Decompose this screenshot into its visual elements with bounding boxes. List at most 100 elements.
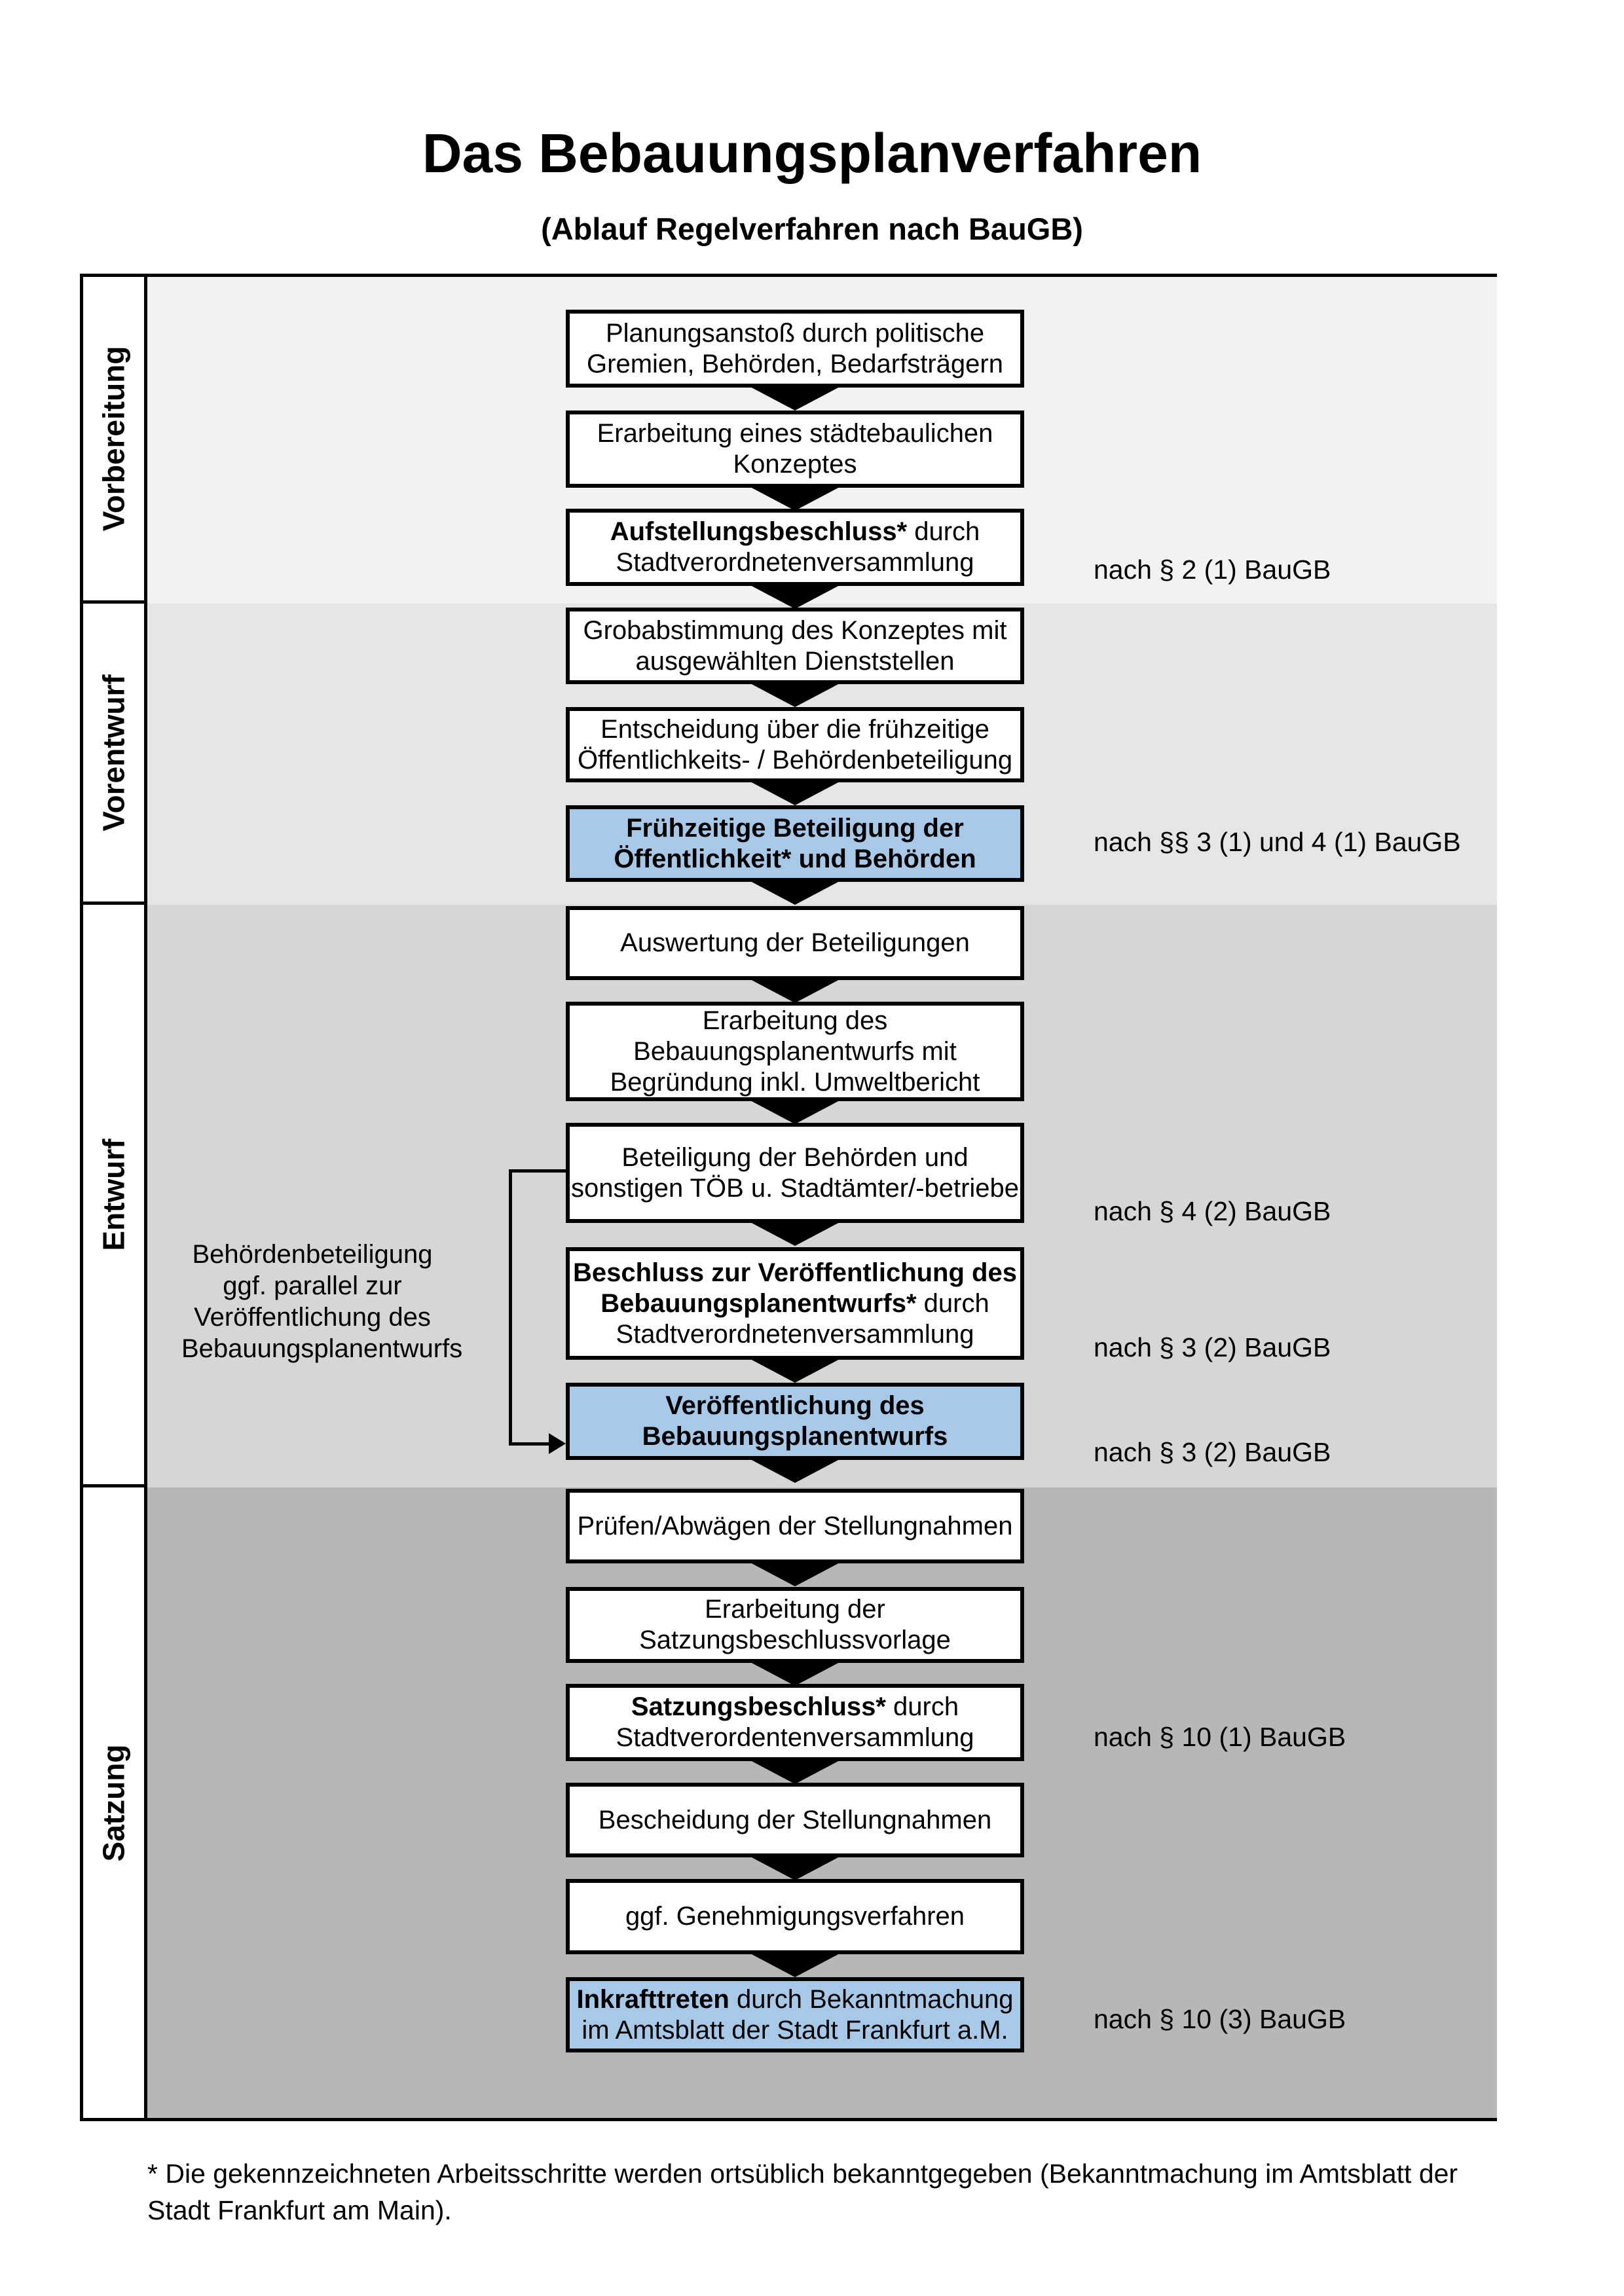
bracket-vertical-segment [509, 1169, 512, 1446]
step-text-bold: Öffentlichkeit* und Behörden [614, 844, 976, 873]
flow-arrow-down-icon [749, 585, 841, 609]
law-ref-1: nach § 2 (1) BauGB [1094, 555, 1331, 585]
parallel-note-line: ggf. parallel zur [223, 1271, 402, 1300]
bracket-arrowhead-icon [549, 1433, 566, 1454]
step-box-line: Aufstellungsbeschluss* durch [570, 517, 1020, 547]
flow-arrow-down-icon [749, 386, 841, 410]
flow-arrow-down-icon [749, 781, 841, 805]
page-subtitle: (Ablauf Regelverfahren nach BauGB) [541, 211, 1083, 246]
step-text: im Amtsblatt der Stadt Frankfurt a.M. [581, 2015, 1008, 2045]
flow-arrow-down-icon [749, 1358, 841, 1383]
parallel-note-line: Veröffentlichung des [194, 1303, 431, 1332]
step-text-bold: Satzungsbeschluss* [631, 1692, 886, 1721]
law-ref-4: nach § 3 (2) BauGB [1094, 1332, 1331, 1362]
step-box-line: Erarbeitung des [570, 1006, 1020, 1036]
step-text: Erarbeitung eines städtebaulichen [597, 419, 993, 448]
step-box-line: Stadtverordnetenversammlung [570, 1319, 1020, 1350]
law-ref-2: nach §§ 3 (1) und 4 (1) BauGB [1094, 827, 1461, 857]
step-box-line: Erarbeitung eines städtebaulichen [570, 418, 1020, 449]
phase-cell-entwurf: Entwurf [83, 905, 144, 1487]
step-box-7: Auswertung der Beteiligungen [566, 906, 1024, 980]
phase-label-satzung: Satzung [96, 1744, 131, 1861]
flow-arrow-down-icon [749, 1222, 841, 1246]
flow-arrow-down-icon [749, 1459, 841, 1483]
step-box-12: Prüfen/Abwägen der Stellungnahmen [566, 1489, 1024, 1563]
law-ref-7: nach § 10 (3) BauGB [1094, 2004, 1346, 2034]
step-text: Grobabstimmung des Konzeptes mit [583, 615, 1007, 645]
bracket-bottom-segment [509, 1442, 550, 1446]
step-box-16: ggf. Genehmigungsverfahren [566, 1879, 1024, 1954]
step-box-line: Bebauungsplanentwurfs* durch [570, 1288, 1020, 1319]
parallel-note-line: Behördenbeteiligung [192, 1240, 433, 1269]
flow-arrow-down-icon [749, 979, 841, 1003]
step-text: durch [907, 517, 980, 546]
step-box-line: Veröffentlichung des [570, 1391, 1020, 1421]
step-text: Beteiligung der Behörden und [621, 1142, 969, 1172]
step-box-line: Stadtverordentenversammlung [570, 1722, 1020, 1753]
parallel-note-line: Bebauungsplanentwurfs [181, 1334, 463, 1363]
step-text: durch [916, 1288, 989, 1318]
phase-label-vorbereitung: Vorbereitung [96, 346, 131, 532]
step-text: Begründung inkl. Umweltbericht [610, 1067, 980, 1097]
step-text-bold: Bebauungsplanentwurfs [642, 1422, 948, 1451]
step-text: Erarbeitung des [702, 1006, 888, 1035]
step-text: Bebauungsplanentwurfs mit [633, 1036, 957, 1066]
flow-arrow-down-icon [749, 1662, 841, 1686]
step-box-line: Grobabstimmung des Konzeptes mit [570, 615, 1020, 646]
flow-arrow-down-icon [749, 1100, 841, 1124]
step-box-line: Bebauungsplanentwurfs mit [570, 1036, 1020, 1067]
flow-arrow-down-icon [749, 881, 841, 905]
step-text-bold: Beschluss zur Veröffentlichung des [573, 1258, 1017, 1287]
step-box-line: Satzungsbeschluss* durch [570, 1692, 1020, 1722]
step-box-line: Gremien, Behörden, Bedarfsträgern [570, 349, 1020, 380]
step-text: sonstigen TÖB u. Stadtämter/-betriebe [570, 1173, 1020, 1203]
step-box-line: Begründung inkl. Umweltbericht [570, 1067, 1020, 1098]
step-box-line: sonstigen TÖB u. Stadtämter/-betriebe [570, 1173, 1020, 1204]
law-ref-3: nach § 4 (2) BauGB [1094, 1196, 1331, 1226]
phase-label-entwurf: Entwurf [96, 1138, 131, 1251]
step-box-line: Öffentlichkeits- / Behördenbeteiligung [570, 745, 1020, 776]
step-box-line: Bescheidung der Stellungnahmen [570, 1805, 1020, 1836]
phase-cell-vorentwurf: Vorentwurf [83, 604, 144, 905]
step-box-line: Auswertung der Beteiligungen [570, 928, 1020, 958]
step-text-bold: Inkrafttreten [576, 1984, 729, 2014]
phase-cell-vorbereitung: Vorbereitung [83, 277, 144, 604]
step-box-line: Beteiligung der Behörden und [570, 1142, 1020, 1173]
phase-cell-satzung: Satzung [83, 1487, 144, 2118]
step-box-line: Prüfen/Abwägen der Stellungnahmen [570, 1511, 1020, 1542]
step-text: Stadtverordentenversammlung [616, 1723, 974, 1752]
step-box-line: ggf. Genehmigungsverfahren [570, 1901, 1020, 1932]
flow-arrow-down-icon [749, 1760, 841, 1784]
step-text: durch [885, 1692, 959, 1721]
step-text: Stadtverordnetenversammlung [616, 1319, 974, 1349]
step-box-line: Bebauungsplanentwurfs [570, 1421, 1020, 1452]
step-text-bold: Veröffentlichung des [665, 1391, 925, 1420]
step-text: Entscheidung über die frühzeitige [600, 714, 989, 744]
flow-arrow-down-icon [749, 1856, 841, 1880]
step-box-line: Öffentlichkeit* und Behörden [570, 844, 1020, 875]
step-text: ggf. Genehmigungsverfahren [625, 1902, 965, 1931]
law-ref-5: nach § 3 (2) BauGB [1094, 1437, 1331, 1467]
flow-arrow-down-icon [749, 1953, 841, 1977]
step-text: Konzeptes [733, 450, 857, 479]
step-text: Planungsanstoß durch politische [605, 318, 985, 348]
step-box-line: Erarbeitung der [570, 1594, 1020, 1625]
bracket-top-segment [509, 1169, 566, 1173]
flow-arrow-down-icon [749, 486, 841, 511]
step-text: Öffentlichkeits- / Behördenbeteiligung [577, 745, 1013, 774]
